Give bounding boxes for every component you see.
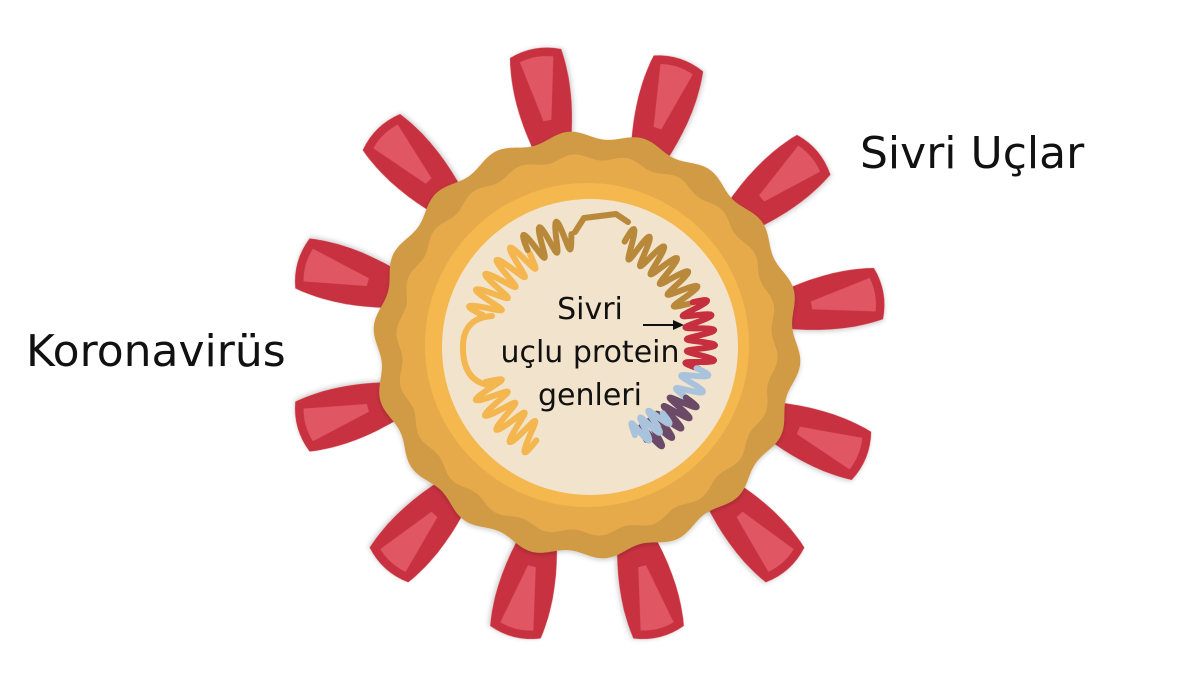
- rna-strand: [459, 211, 718, 456]
- rna-segment-brown-2: [621, 226, 701, 310]
- spike-gene-label-line-2: uçlu protein: [500, 335, 680, 370]
- rna-segment-red-spike-gene: [679, 297, 718, 372]
- rna-segment-orange-upper: [466, 244, 539, 319]
- spike-gene-label-line-3: genleri: [538, 378, 642, 413]
- rna-bridge: [572, 211, 631, 235]
- rna-segment-blue-1: [672, 365, 712, 401]
- rna-tail: [459, 313, 495, 388]
- spike-gene-label-line-1: Sivri: [557, 292, 623, 327]
- spikes-label: Sivri Uçlar: [860, 128, 1085, 179]
- rna-segment-blue-2: [628, 407, 673, 444]
- rna-segment-orange-lower: [472, 376, 540, 456]
- virus-label: Koronavirüs: [26, 326, 286, 377]
- rna-segment-brown-1: [520, 218, 575, 261]
- arrow-right-icon: [643, 320, 684, 330]
